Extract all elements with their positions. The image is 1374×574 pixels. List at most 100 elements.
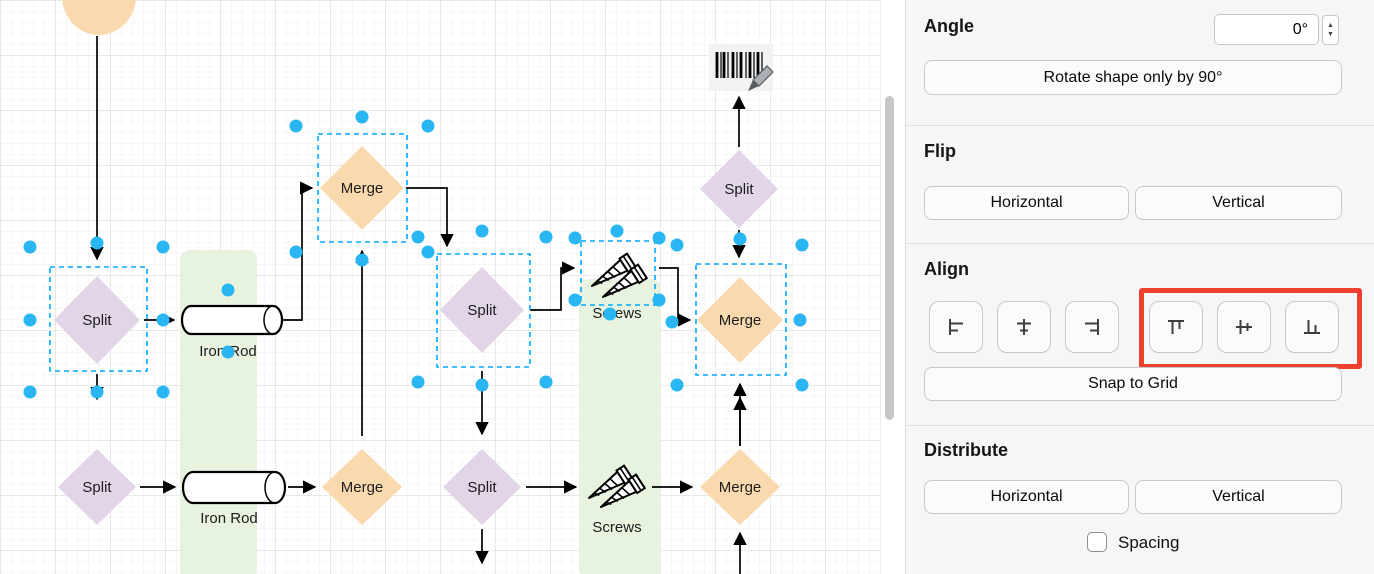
diagram-canvas[interactable]: Split Iron Rod Merge Split xyxy=(0,0,880,574)
node-label: Merge xyxy=(341,180,384,197)
selection-handle[interactable] xyxy=(23,385,37,399)
selection-handle[interactable] xyxy=(289,119,303,133)
node-label: Screws xyxy=(592,305,641,322)
selection-handle[interactable] xyxy=(156,313,170,327)
selection-handle[interactable] xyxy=(355,110,369,124)
node-partial-orange[interactable] xyxy=(62,0,136,35)
rotate-90-button[interactable]: Rotate shape only by 90° xyxy=(924,60,1342,95)
section-divider xyxy=(906,243,1374,244)
selection-handle[interactable] xyxy=(411,375,425,389)
selection-handle[interactable] xyxy=(795,378,809,392)
align-left-button[interactable] xyxy=(929,301,983,353)
selection-handle[interactable] xyxy=(793,313,807,327)
cylinder-shape[interactable] xyxy=(181,470,287,505)
spacing-checkbox[interactable] xyxy=(1087,532,1107,552)
connector-edge[interactable] xyxy=(530,261,576,311)
selection-handle[interactable] xyxy=(652,231,666,245)
diamond-shape[interactable] xyxy=(700,150,778,228)
canvas-gutter xyxy=(880,0,905,574)
selection-handle[interactable] xyxy=(539,375,553,389)
diamond-shape[interactable] xyxy=(322,449,402,525)
selection-handle[interactable] xyxy=(90,236,104,250)
node-label: Screws xyxy=(592,519,641,536)
selection-handle[interactable] xyxy=(23,313,37,327)
align-left-icon xyxy=(949,319,963,335)
stepper-up-icon[interactable]: ▲ xyxy=(1327,22,1334,29)
diamond-shape[interactable] xyxy=(58,449,136,525)
align-middle-button[interactable] xyxy=(1217,301,1271,353)
selection-handle[interactable] xyxy=(665,315,679,329)
selection-handle[interactable] xyxy=(652,293,666,307)
connector-edge[interactable] xyxy=(659,267,692,327)
selection-handle[interactable] xyxy=(421,119,435,133)
diamond-shape[interactable] xyxy=(54,276,140,364)
selection-handle[interactable] xyxy=(670,378,684,392)
align-middle-vertical-icon xyxy=(1236,320,1252,334)
flip-vertical-button[interactable]: Vertical xyxy=(1135,186,1342,220)
node-label: Split xyxy=(724,181,754,198)
cylinder-rim xyxy=(264,471,276,504)
selection-handle[interactable] xyxy=(156,385,170,399)
align-right-button[interactable] xyxy=(1065,301,1119,353)
selection-handle[interactable] xyxy=(355,253,369,267)
angle-stepper[interactable]: ▲ ▼ xyxy=(1322,15,1339,45)
selection-handle[interactable] xyxy=(421,245,435,259)
node-screws-bottom[interactable]: Screws xyxy=(583,464,646,536)
selection-handle[interactable] xyxy=(475,224,489,238)
selection-handle[interactable] xyxy=(475,378,489,392)
node-merge-4[interactable]: Merge xyxy=(700,449,780,525)
format-panel: Angle ▲ ▼ Rotate shape only by 90° Flip … xyxy=(905,0,1374,574)
selection-box xyxy=(49,266,148,372)
selection-handle[interactable] xyxy=(603,307,617,321)
stepper-down-icon[interactable]: ▼ xyxy=(1327,31,1334,38)
selection-handle[interactable] xyxy=(156,240,170,254)
node-split-4[interactable]: Split xyxy=(58,449,136,525)
node-split-2[interactable]: Split xyxy=(440,267,524,353)
align-bottom-icon xyxy=(1304,320,1320,334)
connector-edge[interactable] xyxy=(406,187,454,248)
section-divider xyxy=(906,425,1374,426)
node-split-1[interactable]: Split xyxy=(54,276,140,364)
align-top-button[interactable] xyxy=(1149,301,1203,353)
diamond-shape[interactable] xyxy=(700,449,780,525)
diamond-shape[interactable] xyxy=(320,146,404,230)
distribute-horizontal-button[interactable]: Horizontal xyxy=(924,480,1129,514)
snap-to-grid-button[interactable]: Snap to Grid xyxy=(924,367,1342,401)
selection-handle[interactable] xyxy=(90,385,104,399)
node-merge-1[interactable]: Merge xyxy=(320,146,404,230)
flip-horizontal-button[interactable]: Horizontal xyxy=(924,186,1129,220)
selection-handle[interactable] xyxy=(795,238,809,252)
angle-input[interactable] xyxy=(1214,14,1319,45)
section-divider xyxy=(906,125,1374,126)
align-label: Align xyxy=(924,259,969,279)
barcode-icon[interactable] xyxy=(709,44,774,91)
vertical-scrollbar[interactable] xyxy=(885,96,894,420)
distribute-vertical-button[interactable]: Vertical xyxy=(1135,480,1342,514)
selection-handle[interactable] xyxy=(733,232,747,246)
selection-handle[interactable] xyxy=(670,238,684,252)
align-center-horizontal-icon xyxy=(1017,319,1031,335)
selection-handle[interactable] xyxy=(289,245,303,259)
distribute-label: Distribute xyxy=(924,440,1009,460)
node-merge-3[interactable]: Merge xyxy=(322,449,402,525)
node-iron-rod-bottom[interactable]: Iron Rod xyxy=(181,470,287,527)
diamond-shape[interactable] xyxy=(443,449,521,525)
selection-handle[interactable] xyxy=(411,230,425,244)
node-label: Merge xyxy=(719,479,762,496)
node-split-5[interactable]: Split xyxy=(443,449,521,525)
selection-handle[interactable] xyxy=(568,231,582,245)
node-merge-2[interactable]: Merge xyxy=(697,277,783,363)
diamond-shape[interactable] xyxy=(440,267,524,353)
selection-handle[interactable] xyxy=(221,283,235,297)
selection-handle[interactable] xyxy=(610,224,624,238)
diamond-shape[interactable] xyxy=(697,277,783,363)
align-bottom-button[interactable] xyxy=(1285,301,1339,353)
selection-handles xyxy=(23,110,809,399)
selection-handle[interactable] xyxy=(221,345,235,359)
node-split-3[interactable]: Split xyxy=(700,150,778,228)
selection-handle[interactable] xyxy=(539,230,553,244)
selection-handle[interactable] xyxy=(23,240,37,254)
barcode-bars-thick xyxy=(715,52,760,78)
align-center-button[interactable] xyxy=(997,301,1051,353)
selection-handle[interactable] xyxy=(568,293,582,307)
